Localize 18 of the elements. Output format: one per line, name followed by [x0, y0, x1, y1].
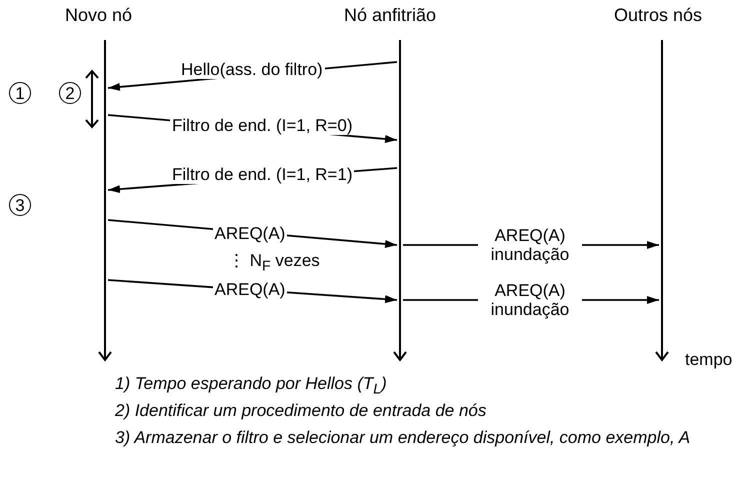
axis-label: tempo	[685, 350, 732, 370]
step-number: 2	[59, 82, 81, 104]
message-label: Hello(ass. do filtro)	[179, 60, 325, 79]
message-label: AREQ(A) inundação	[478, 281, 582, 319]
message-label: Filtro de end. (I=1, R=1)	[170, 165, 354, 184]
lifeline-header: Nó anfitrião	[344, 5, 436, 26]
message-label: AREQ(A)	[212, 224, 288, 243]
step-number: 3	[9, 194, 31, 216]
lifeline-header: Outros nós	[614, 5, 702, 26]
step-number: 1	[9, 82, 31, 104]
message-label: AREQ(A)	[212, 280, 288, 299]
message-label: Filtro de end. (I=1, R=0)	[170, 116, 354, 135]
footnote: 2) Identificar um procedimento de entrada de nós	[115, 400, 486, 422]
footnote: 1) Tempo esperando por Hellos (T$_{L}$)	[115, 373, 387, 400]
footnote: 3) Armazenar o filtro e selecionar um endereço disponível, como exemplo, A	[115, 427, 692, 449]
message-label: AREQ(A) inundação	[478, 226, 582, 264]
lifeline-header: Novo nó	[65, 5, 132, 26]
repeat-note: ⋮ N$_{F}$ vezes	[228, 250, 320, 274]
